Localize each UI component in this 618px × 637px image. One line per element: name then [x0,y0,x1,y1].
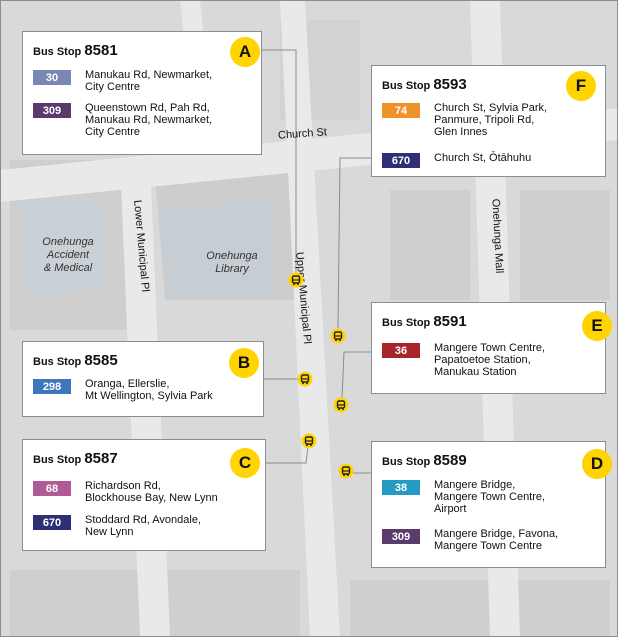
bus-stop-card-a[interactable]: Bus Stop 8581 A 30 Manukau Rd, Newmarket… [22,31,262,155]
route-badge: 309 [33,103,71,118]
stop-title: Bus Stop 8591 [382,313,467,330]
stop-prefix: Bus Stop [33,46,82,58]
route-destinations: Oranga, Ellerslie, Mt Wellington, Sylvia… [85,378,213,402]
stop-title: Bus Stop 8593 [382,76,467,93]
stop-number: 8591 [433,313,467,330]
route-destinations: Church St, Ōtāhuhu [434,152,532,164]
leader-line-c [266,445,309,464]
stop-letter-badge: E [582,311,612,341]
stop-letter-badge: B [229,348,259,378]
bus-stop-card-b[interactable]: Bus Stop 8585 B 298 Oranga, Ellerslie, M… [22,341,264,417]
library-label: Onehunga Library [206,250,258,275]
route-badge: 36 [382,343,420,358]
route-destinations: Mangere Bridge, Favona, Mangere Town Cen… [434,528,559,552]
bus-stop-card-c[interactable]: Bus Stop 8587 C 68 Richardson Rd, Blockh… [22,439,266,551]
stop-letter-badge: C [230,448,260,478]
stop-number: 8585 [84,352,118,369]
route-destinations: Mangere Bridge, Mangere Town Centre, Air… [434,479,546,515]
leader-line-a [262,49,297,273]
stop-title: Bus Stop 8587 [33,450,118,467]
route-destinations: Church St, Sylvia Park, Panmure, Tripoli… [434,102,548,138]
route-badge: 68 [33,481,71,496]
route-badge: 670 [33,515,71,530]
stop-title: Bus Stop 8581 [33,42,118,59]
leader-line-f [337,157,371,329]
building-block [350,580,610,637]
accident-medical-label: Onehunga Accident & Medical [42,236,94,274]
route-badge: 30 [33,70,71,85]
bus-stop-marker-c[interactable] [301,433,317,449]
bus-stop-marker-e[interactable] [333,397,349,413]
stop-number: 8593 [433,76,467,93]
route-destinations: Stoddard Rd, Avondale, New Lynn [85,514,201,538]
stop-title: Bus Stop 8589 [382,452,467,469]
building-block [520,190,610,300]
route-destinations: Mangere Town Centre, Papatoetoe Station,… [434,342,546,378]
stop-prefix: Bus Stop [382,317,431,329]
stop-number: 8581 [84,42,118,59]
leader-line-e [341,351,371,399]
bus-stop-marker-d[interactable] [338,463,354,479]
route-destinations: Manukau Rd, Newmarket, City Centre [85,69,213,93]
stop-prefix: Bus Stop [33,454,82,466]
route-badge: 38 [382,480,420,495]
route-destinations: Queenstown Rd, Pah Rd, Manukau Rd, Newma… [85,102,213,138]
bus-stop-marker-f[interactable] [330,328,346,344]
bus-stop-card-e[interactable]: Bus Stop 8591 E 36 Mangere Town Centre, … [371,302,612,394]
stop-number: 8589 [433,452,467,469]
bus-stop-card-f[interactable]: Bus Stop 8593 F 74 Church St, Sylvia Par… [371,65,606,177]
route-destinations: Richardson Rd, Blockhouse Bay, New Lynn [85,480,218,504]
route-badge: 670 [382,153,420,168]
stop-title: Bus Stop 8585 [33,352,118,369]
stop-prefix: Bus Stop [382,80,431,92]
stop-letter-badge: A [230,37,260,67]
route-badge: 74 [382,103,420,118]
building-block [390,190,470,300]
bus-stop-marker-a[interactable] [288,272,304,288]
upper-municipal-road [280,0,340,637]
stop-prefix: Bus Stop [382,456,431,468]
route-badge: 309 [382,529,420,544]
bus-stop-card-d[interactable]: Bus Stop 8589 D 38 Mangere Bridge, Mange… [371,441,612,568]
stop-letter-badge: D [582,449,612,479]
stop-prefix: Bus Stop [33,356,82,368]
bus-stop-marker-b[interactable] [297,371,313,387]
stop-number: 8587 [84,450,118,467]
building-block [20,195,105,295]
stop-letter-badge: F [566,71,596,101]
library-building [160,200,275,300]
route-badge: 298 [33,379,71,394]
